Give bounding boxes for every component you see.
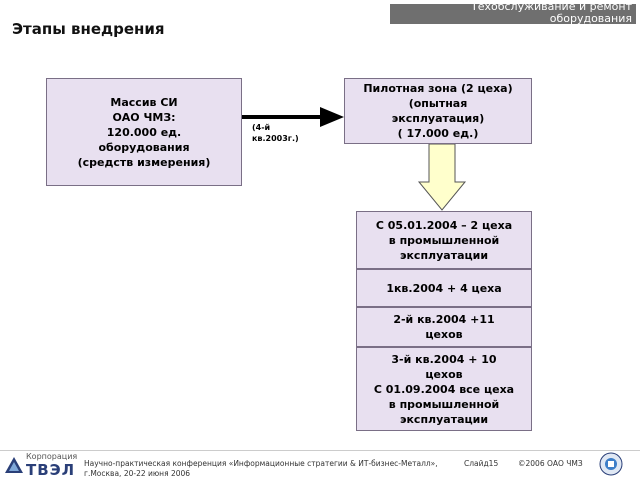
pilot-zone-box: Пилотная зона (2 цеха) (опытная эксплуат… <box>344 78 532 144</box>
arrow-note: (4-й кв.2003г.) <box>252 122 322 144</box>
logo-caption: Корпорация <box>26 452 78 461</box>
arrow-note-line: (4-й <box>252 123 271 132</box>
arrow-note-line: кв.2003г.) <box>252 134 299 143</box>
stage-line: 2-й кв.2004 +11 <box>393 313 495 326</box>
page-title: Этапы внедрения <box>12 20 165 38</box>
stage-1: С 05.01.2004 – 2 цеха в промышленной экс… <box>356 211 532 269</box>
conference-line: г.Москва, 20-22 июня 2006 <box>84 469 191 478</box>
box-line: эксплуатация) <box>391 112 485 125</box>
stage-line: в промышленной <box>388 397 500 411</box>
stage-line: С 05.01.2004 – 2 цеха <box>375 218 513 232</box>
conference-info: Научно-практическая конференция «Информа… <box>84 459 464 479</box>
stage-line: эксплуатации <box>399 412 489 426</box>
box-line: Массив СИ <box>110 95 178 109</box>
equipment-array-box: Массив СИ ОАО ЧМЗ: 120.000 ед. оборудова… <box>46 78 242 186</box>
box-line: ( 17.000 ед.) <box>397 127 479 140</box>
stage-line: 1кв.2004 + 4 цеха <box>386 281 502 295</box>
header-tag-line-1: Техобслуживание и ремонт <box>470 0 632 13</box>
down-arrow-icon <box>417 144 467 211</box>
stage-line: цехов <box>425 328 463 341</box>
header-tag-line-2: оборудования <box>549 12 632 25</box>
chmz-emblem-icon <box>599 452 623 476</box>
stage-line: С 01.09.2004 все цеха <box>373 382 515 396</box>
logo-wordmark: ТВЭЛ <box>26 461 76 479</box>
rollout-stages: С 05.01.2004 – 2 цеха в промышленной экс… <box>356 211 532 431</box>
right-arrow-icon <box>242 107 344 127</box>
tvel-logo-icon <box>5 457 23 473</box>
conference-line: Научно-практическая конференция «Информа… <box>84 459 438 468</box>
box-line: оборудования <box>98 140 190 154</box>
header-tag-bar: Техобслуживание и ремонт оборудования <box>390 1 636 25</box>
slide-number: Слайд15 <box>464 459 499 468</box>
footer-divider <box>0 450 640 451</box>
stage-4: 3-й кв.2004 + 10 цехов С 01.09.2004 все … <box>356 347 532 431</box>
stage-line: в промышленной <box>388 233 500 247</box>
stage-3: 2-й кв.2004 +11 цехов <box>356 307 532 347</box>
box-line: ОАО ЧМЗ: <box>112 110 176 124</box>
stage-2: 1кв.2004 + 4 цеха <box>356 269 532 307</box>
box-line: 120.000 ед. <box>106 125 182 139</box>
stage-line: эксплуатации <box>399 248 489 262</box>
stage-line: цехов <box>425 367 463 381</box>
box-line: (средств измерения) <box>77 155 211 169</box>
header-tag-text: Техобслуживание и ремонт оборудования <box>392 1 632 25</box>
copyright: ©2006 ОАО ЧМЗ <box>518 459 583 468</box>
box-line: (опытная <box>408 97 468 110</box>
stage-line: 3-й кв.2004 + 10 <box>391 352 497 366</box>
box-line: Пилотная зона (2 цеха) <box>363 82 513 95</box>
